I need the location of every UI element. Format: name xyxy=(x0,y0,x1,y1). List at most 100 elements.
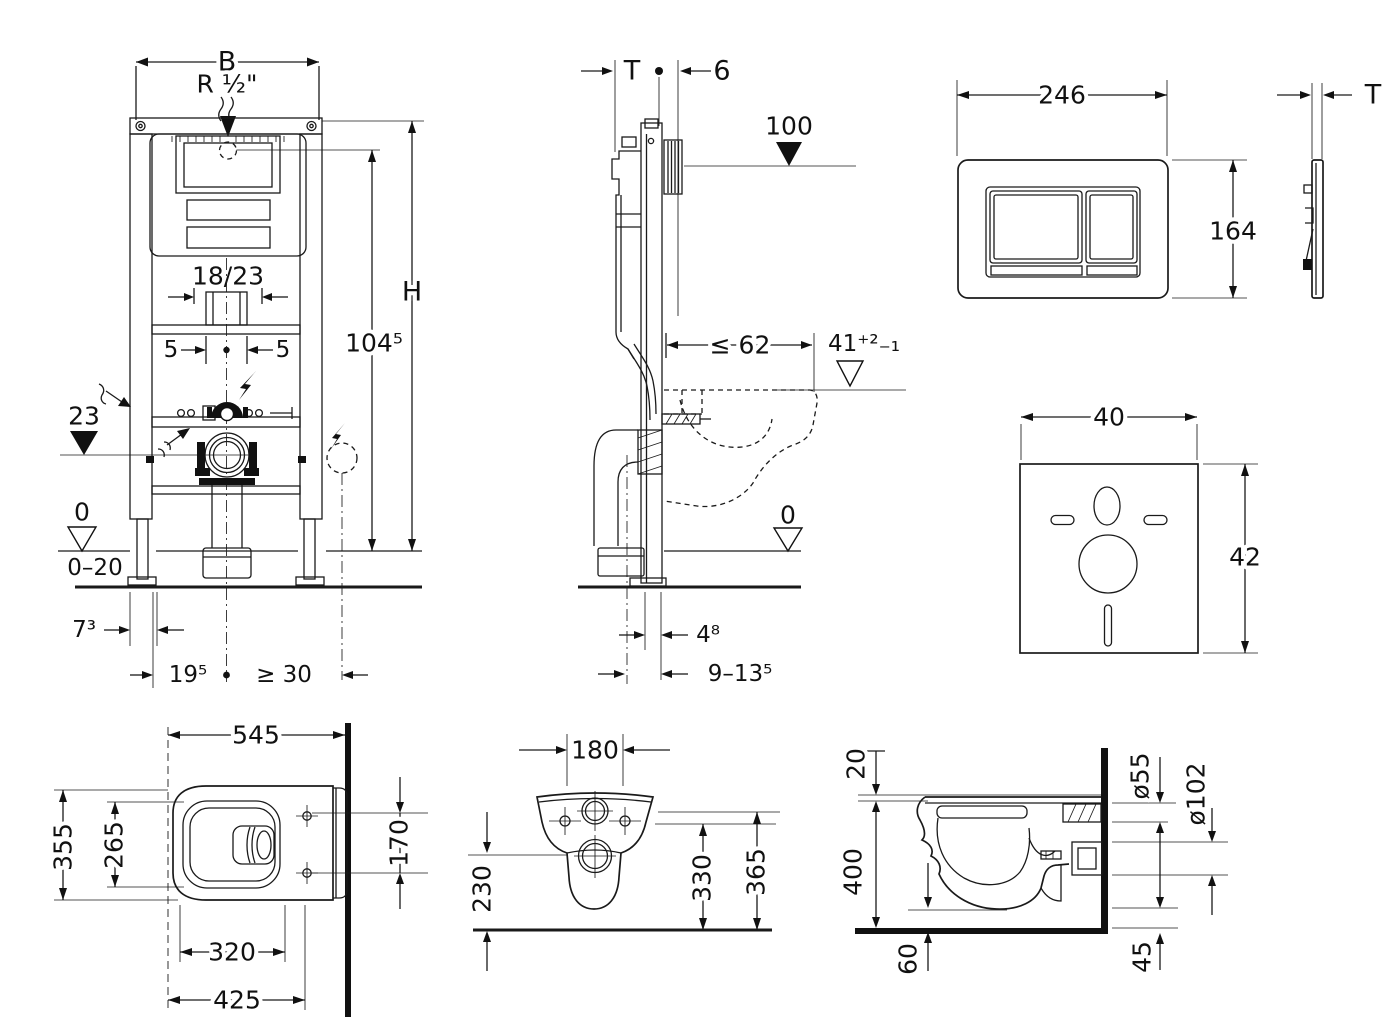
pad-hole-top xyxy=(1093,486,1121,526)
sound-insulation-pad-view: 40 42 xyxy=(1019,399,1265,654)
outlet-pipe xyxy=(1071,841,1103,876)
frame-crossbar-lower xyxy=(151,485,301,495)
sound-insulation-pad xyxy=(1019,463,1199,654)
fixing-holes xyxy=(549,807,641,835)
pan-top-view: 545 355 265 170 320 xyxy=(45,717,428,1019)
bowl-rear-outline xyxy=(535,792,655,910)
cistern-side xyxy=(611,136,641,360)
wall xyxy=(345,723,351,1017)
dim-min-clearance: ≥ 30 xyxy=(256,662,312,688)
dim-drain-offset: 9–13⁵ xyxy=(708,661,773,687)
dim-hole-depth: 425 xyxy=(213,986,261,1015)
insulation-squiggle-icon xyxy=(157,441,171,458)
dim-floor-level: 0 xyxy=(74,498,90,527)
threaded-rod xyxy=(661,413,711,425)
frame-left-foot xyxy=(136,518,149,580)
electric-bolt-icon xyxy=(331,423,345,449)
seat-ring-outer xyxy=(182,800,281,889)
electric-bolt-icon xyxy=(239,371,256,400)
dim-outlet-height: 45 xyxy=(1128,941,1157,973)
inspection-opening xyxy=(175,135,281,194)
level-triangle-open xyxy=(66,526,98,553)
dim-pan-width: 355 xyxy=(49,823,78,871)
fixing-holes xyxy=(296,805,318,884)
dim-flush-pipe: 18/23 xyxy=(192,262,264,291)
level-triangle-filled xyxy=(70,431,98,455)
dim-plate-thickness: T xyxy=(623,56,641,87)
level-triangle-open xyxy=(772,527,804,553)
p-trap-box xyxy=(202,547,252,579)
frame-front-view: B R ½" 18/23 5 5 xyxy=(58,43,426,692)
frame-right-foot xyxy=(303,518,316,580)
insulation-squiggle-icon xyxy=(98,383,107,405)
flush-opening xyxy=(232,825,275,865)
dim-hole-spacing: 180 xyxy=(571,736,619,765)
fixing-row xyxy=(176,402,293,422)
dim-seat-width: 265 xyxy=(100,821,129,869)
dim-pan-depth: ≤ 62 xyxy=(710,331,771,360)
dim-pad-height: 42 xyxy=(1229,543,1261,572)
frame-side-view: T 6 xyxy=(578,52,906,691)
pad-slot-bottom xyxy=(1103,604,1113,647)
pad-hole-center xyxy=(1078,534,1138,594)
bowl-outline xyxy=(172,785,334,901)
supply-connection xyxy=(218,141,238,160)
dim-floor-clearance: 60 xyxy=(894,943,923,975)
dim-lower-height: 330 xyxy=(688,854,717,902)
electric-box xyxy=(326,442,358,474)
dim-plate-thickness: T xyxy=(1364,80,1382,111)
pan-dashed-outline xyxy=(663,389,818,508)
flush-plate-side-view: T xyxy=(1277,76,1386,299)
seat-ring-inner xyxy=(189,807,276,882)
dim-side-offset: 7³ xyxy=(72,617,96,643)
flush-plate xyxy=(957,159,1169,299)
dim-gap: 6 xyxy=(713,56,730,87)
dim-pan-depth: 545 xyxy=(232,721,280,750)
pan-rear-view: 180 230 330 365 xyxy=(464,732,780,971)
dim-frame-width: B xyxy=(218,47,237,78)
dim-bowl-height: 230 xyxy=(468,865,497,913)
wall-anchor xyxy=(663,139,683,195)
drain-elbow xyxy=(593,429,645,577)
inlet-hole xyxy=(577,791,613,831)
pan-profile xyxy=(916,796,1103,910)
dim-foot-depth: 4⁸ xyxy=(696,622,720,648)
flush-button-large xyxy=(989,190,1083,264)
dim-center-offset: 19⁵ xyxy=(169,662,208,688)
flush-plate-front-view: 246 164 xyxy=(956,77,1261,299)
frame-side-rail xyxy=(640,122,663,584)
dim-outlet-dia: ø102 xyxy=(1182,762,1211,825)
dim-hole-spacing: 170 xyxy=(385,819,414,867)
cistern xyxy=(149,133,307,257)
level-triangle-filled xyxy=(776,142,802,166)
wall xyxy=(1101,748,1108,934)
flush-button-small xyxy=(1085,190,1138,264)
dim-pad-width: 40 xyxy=(1093,403,1125,432)
dim-rim-height: 365 xyxy=(742,848,771,896)
dim-depth: 400 xyxy=(839,848,868,896)
pan-side-view: 20 400 60 ø55 xyxy=(835,744,1228,979)
drain-socket xyxy=(195,432,259,485)
dim-seat-gap: 20 xyxy=(842,748,871,780)
outlet-hole xyxy=(574,835,616,878)
dim-supply-height: 100 xyxy=(765,112,813,141)
dim-drain-height: 23 xyxy=(68,402,100,431)
dim-frame-height: H xyxy=(402,277,422,308)
floor xyxy=(855,928,1108,934)
dim-water-supply: R ½" xyxy=(196,70,257,99)
inlet-pipe xyxy=(1062,803,1102,823)
pad-slot-left xyxy=(1050,514,1075,526)
supply-arrow xyxy=(220,116,236,137)
level-triangle-open xyxy=(835,360,865,388)
flush-plate-profile xyxy=(1311,159,1324,299)
dim-offset-right: 5 xyxy=(276,337,291,363)
dim-floor-range: 0–20 xyxy=(67,555,122,581)
pan-connector xyxy=(637,429,663,475)
dim-plate-width: 246 xyxy=(1038,81,1086,110)
dim-seat-depth: 320 xyxy=(208,938,256,967)
dim-floor-level: 0 xyxy=(780,501,796,530)
frame-crossbar-upper xyxy=(151,324,301,335)
flush-bend xyxy=(627,348,651,421)
